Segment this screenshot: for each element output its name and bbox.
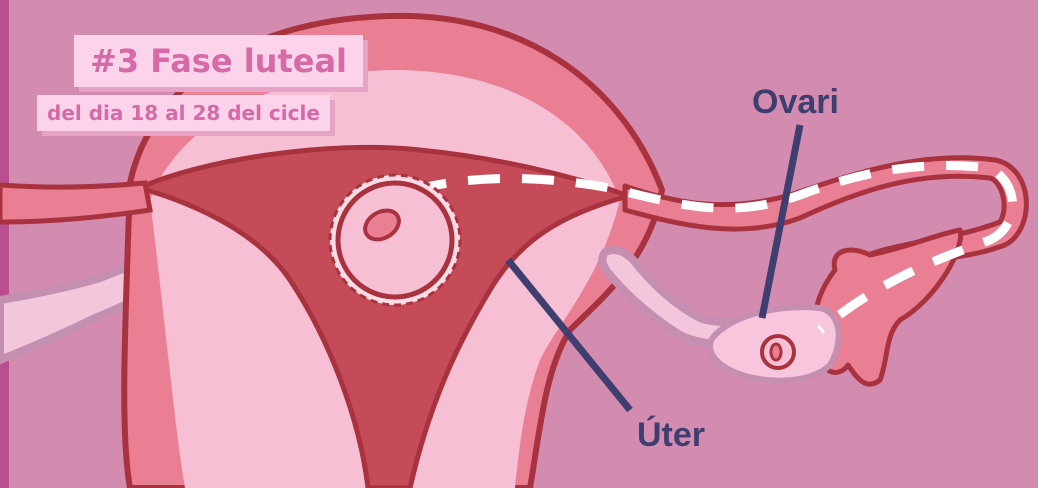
right-tube [625,158,1026,270]
ovary-label: Ovari [752,83,839,122]
fimbriae [815,230,960,384]
phase-subtitle: del dia 18 al 28 del cicle [37,95,330,131]
phase-title: #3 Fase luteal [74,35,363,87]
uterus-label: Úter [637,416,705,455]
egg-cell [330,175,460,305]
ovary-follicle [762,336,794,368]
